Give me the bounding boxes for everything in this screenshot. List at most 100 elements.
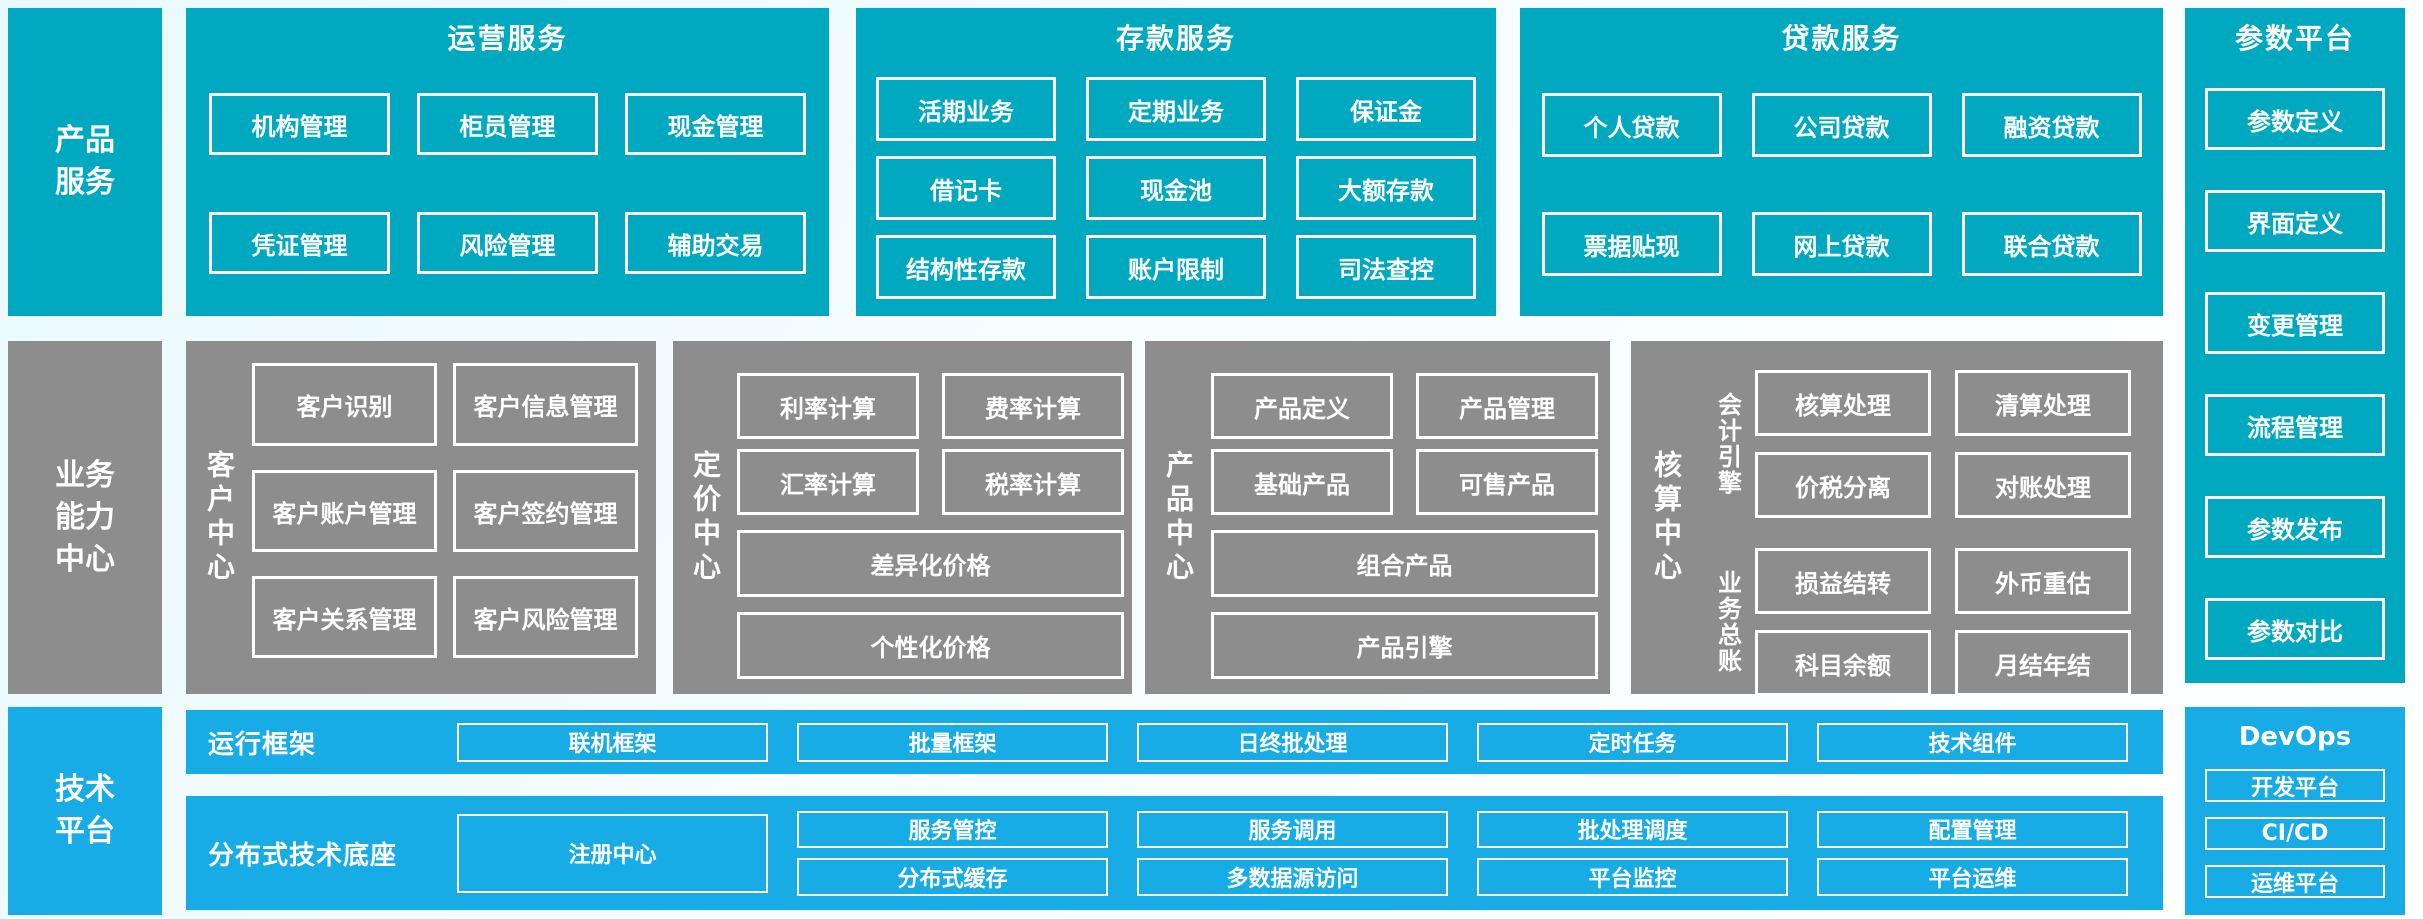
pricing-grid: 利率计算 费率计算 汇率计算 税率计算 xyxy=(737,373,1124,515)
diagram-box: 公司贷款 xyxy=(1751,93,1932,157)
diagram-box: 机构管理 xyxy=(209,93,390,155)
diagram-box: 现金池 xyxy=(1086,156,1266,220)
diagram-box: 现金管理 xyxy=(625,93,806,155)
diagram-box: 联合贷款 xyxy=(1961,212,2142,276)
diagram-box: 批量框架 xyxy=(797,722,1108,762)
accounting-engine-label: 会计引擎 xyxy=(1713,392,1742,496)
diagram-box: 界面定义 xyxy=(2205,190,2385,252)
runtime-cells: 联机框架 批量框架 日终批处理 定时任务 技术组件 xyxy=(457,722,2128,762)
diagram-box: 参数对比 xyxy=(2205,598,2385,660)
diagram-box: 借记卡 xyxy=(876,156,1056,220)
accounting-groups: 会计引擎 核算处理 清算处理 价税分离 对账处理 业务总账 损益结转 外币重估 … xyxy=(1701,370,2131,696)
diagram-box: 大额存款 xyxy=(1296,156,1476,220)
diagram-box: 个人贷款 xyxy=(1541,93,1722,157)
deposit-title: 存款服务 xyxy=(1115,22,1236,55)
diagram-box: 联机框架 xyxy=(457,722,768,762)
parameter-title: 参数平台 xyxy=(2234,22,2355,55)
diagram-box: 融资贷款 xyxy=(1961,93,2142,157)
block-deposit-services: 存款服务 活期业务 定期业务 保证金 借记卡 现金池 大额存款 结构性存款 账户… xyxy=(856,8,1496,316)
diagram-box: 柜员管理 xyxy=(417,93,598,155)
diagram-box: 费率计算 xyxy=(942,373,1124,439)
accounting-group-ledger: 业务总账 损益结转 外币重估 科目余额 月结年结 xyxy=(1701,548,2131,696)
diagram-box: 参数定义 xyxy=(2205,88,2385,150)
diagram-box: 服务管控 xyxy=(797,810,1108,848)
diagram-box: 服务调用 xyxy=(1137,810,1448,848)
diagram-box: 司法查控 xyxy=(1296,235,1476,299)
product-center-content: 产品定义 产品管理 基础产品 可售产品 组合产品 产品引擎 xyxy=(1211,341,1598,694)
devops-list: 开发平台 CI/CD 运维平台 xyxy=(2185,769,2405,898)
block-pricing-center: 定价中心 利率计算 费率计算 汇率计算 税率计算 差异化价格 个性化价格 xyxy=(673,341,1132,694)
diagram-box: 平台监控 xyxy=(1477,857,1788,896)
diagram-box: 外币重估 xyxy=(1955,548,2131,614)
diagram-box: 注册中心 xyxy=(457,813,768,893)
diagram-box: 凭证管理 xyxy=(209,212,390,274)
diagram-box: 客户信息管理 xyxy=(453,363,638,446)
diagram-box: 组合产品 xyxy=(1211,530,1598,597)
sidebar-technology-platform: 技术平台 xyxy=(8,707,162,915)
diagram-box: 开发平台 xyxy=(2205,769,2385,802)
block-product-center: 产品中心 产品定义 产品管理 基础产品 可售产品 组合产品 产品引擎 xyxy=(1145,341,1610,694)
diagram-box: 运维平台 xyxy=(2205,865,2385,898)
accounting-center-title: 核算中心 xyxy=(1650,449,1683,586)
loan-title: 贷款服务 xyxy=(1781,22,1902,55)
diagram-box: 核算处理 xyxy=(1755,370,1931,436)
diagram-box: 账户限制 xyxy=(1086,235,1266,299)
block-loan-services: 贷款服务 个人贷款 公司贷款 融资贷款 票据贴现 网上贷款 联合贷款 xyxy=(1520,8,2163,316)
product-center-title: 产品中心 xyxy=(1162,449,1195,586)
customer-grid: 客户识别 客户信息管理 客户账户管理 客户签约管理 客户关系管理 客户风险管理 xyxy=(252,363,638,694)
diagram-box: 基础产品 xyxy=(1211,449,1393,515)
diagram-box: 票据贴现 xyxy=(1541,212,1722,276)
diagram-box: 辅助交易 xyxy=(625,212,806,274)
diagram-box: 配置管理 xyxy=(1817,810,2128,848)
product-center-grid: 产品定义 产品管理 基础产品 可售产品 xyxy=(1211,373,1598,515)
bar-distributed-base: 分布式技术底座 注册中心 服务管控 服务调用 批处理调度 配置管理 分布式缓存 … xyxy=(186,796,2163,910)
block-customer-center: 客户中心 客户识别 客户信息管理 客户账户管理 客户签约管理 客户关系管理 客户… xyxy=(186,341,656,694)
deposit-grid: 活期业务 定期业务 保证金 借记卡 现金池 大额存款 结构性存款 账户限制 司法… xyxy=(856,77,1496,299)
block-operations-services: 运营服务 机构管理 柜员管理 现金管理 凭证管理 风险管理 辅助交易 xyxy=(186,8,829,316)
diagram-box: 客户关系管理 xyxy=(252,576,437,658)
accounting-group-engine: 会计引擎 核算处理 清算处理 价税分离 对账处理 xyxy=(1701,370,2131,518)
diagram-box: 保证金 xyxy=(1296,77,1476,141)
diagram-box: 分布式缓存 xyxy=(797,857,1108,896)
diagram-box: 可售产品 xyxy=(1416,449,1598,515)
pricing-center-title: 定价中心 xyxy=(689,449,722,586)
diagram-box: 价税分离 xyxy=(1755,452,1931,518)
diagram-box: 汇率计算 xyxy=(737,449,919,515)
diagram-box: 对账处理 xyxy=(1955,452,2131,518)
runtime-framework-label: 运行框架 xyxy=(208,729,317,760)
diagram-box: 个性化价格 xyxy=(737,612,1124,679)
sidebar-technology-platform-label: 技术平台 xyxy=(55,772,115,849)
operations-title: 运营服务 xyxy=(447,22,568,55)
block-devops: DevOps 开发平台 CI/CD 运维平台 xyxy=(2185,707,2405,915)
diagram-box: 利率计算 xyxy=(737,373,919,439)
business-ledger-label: 业务总账 xyxy=(1713,570,1742,674)
diagram-box: 批处理调度 xyxy=(1477,810,1788,848)
sidebar-product-services-label: 产品服务 xyxy=(55,123,115,200)
sidebar-business-capability-label: 业务能力中心 xyxy=(55,457,115,577)
diagram-box: 清算处理 xyxy=(1955,370,2131,436)
sidebar-business-capability-center: 业务能力中心 xyxy=(8,341,162,694)
diagram-box: 活期业务 xyxy=(876,77,1056,141)
customer-center-title: 客户中心 xyxy=(203,449,236,586)
pricing-content: 利率计算 费率计算 汇率计算 税率计算 差异化价格 个性化价格 xyxy=(737,341,1124,694)
diagram-box: 客户签约管理 xyxy=(453,470,638,552)
accounting-ledger-grid: 损益结转 外币重估 科目余额 月结年结 xyxy=(1755,548,2131,696)
diagram-box: CI/CD xyxy=(2205,817,2385,850)
diagram-box: 变更管理 xyxy=(2205,292,2385,354)
diagram-box: 产品定义 xyxy=(1211,373,1393,439)
diagram-box: 技术组件 xyxy=(1817,722,2128,762)
sidebar-product-services: 产品服务 xyxy=(8,8,162,316)
diagram-box: 定期业务 xyxy=(1086,77,1266,141)
parameter-list: 参数定义 界面定义 变更管理 流程管理 参数发布 参数对比 xyxy=(2185,88,2405,660)
diagram-box: 客户风险管理 xyxy=(453,576,638,658)
diagram-box: 差异化价格 xyxy=(737,530,1124,597)
diagram-box: 产品引擎 xyxy=(1211,612,1598,679)
diagram-box: 日终批处理 xyxy=(1137,722,1448,762)
diagram-box: 损益结转 xyxy=(1755,548,1931,614)
diagram-box: 月结年结 xyxy=(1955,630,2131,696)
diagram-box: 科目余额 xyxy=(1755,630,1931,696)
distributed-grid: 服务管控 服务调用 批处理调度 配置管理 分布式缓存 多数据源访问 平台监控 平… xyxy=(797,810,2128,896)
diagram-box: 多数据源访问 xyxy=(1137,857,1448,896)
loan-grid: 个人贷款 公司贷款 融资贷款 票据贴现 网上贷款 联合贷款 xyxy=(1520,93,2163,276)
